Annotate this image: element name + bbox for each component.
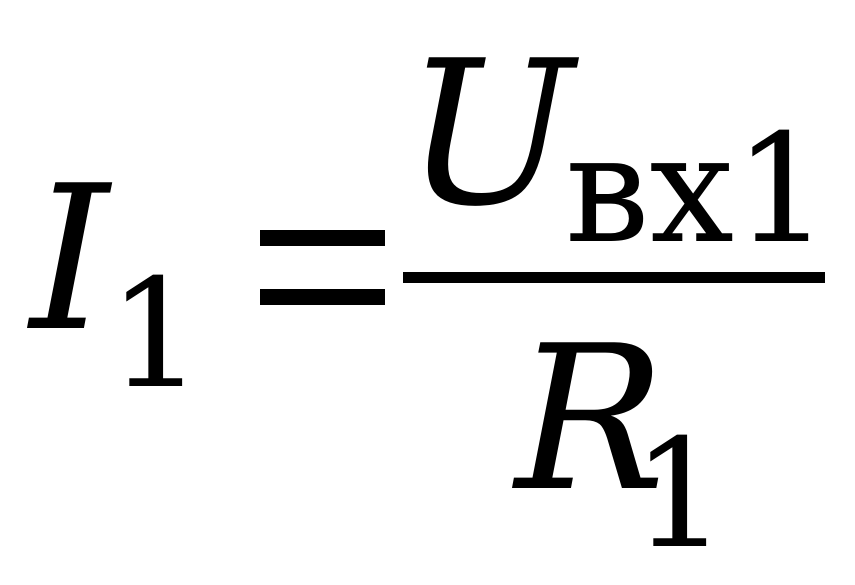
resistance-subscript: 1 (632, 408, 728, 582)
resistance-symbol-r: R (515, 303, 666, 536)
voltage-subscript: вх1 (565, 103, 830, 277)
current-symbol-i: I (30, 143, 110, 376)
equals-bar-top (260, 230, 385, 246)
voltage-symbol-u: U (405, 18, 574, 251)
equals-bar-bottom (260, 289, 385, 305)
current-subscript: 1 (108, 248, 204, 422)
fraction-bar (403, 272, 825, 283)
